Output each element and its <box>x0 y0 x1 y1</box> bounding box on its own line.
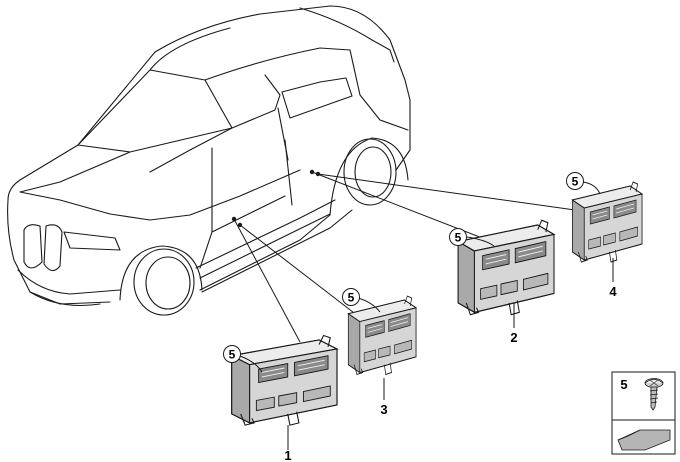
screw-icon <box>644 378 664 411</box>
leader-lines <box>233 171 576 343</box>
parts-legend: 5 <box>611 371 676 455</box>
control-module-4[interactable] <box>571 181 643 263</box>
leader-dots <box>231 169 321 228</box>
part-number-3[interactable]: 3 <box>380 402 387 417</box>
part-number-1[interactable]: 1 <box>284 448 291 462</box>
part-number-4[interactable]: 4 <box>609 284 617 299</box>
control-module-3[interactable] <box>347 295 417 375</box>
callout-label: 5 <box>455 231 462 245</box>
callout-label: 5 <box>572 175 579 189</box>
part-number-2[interactable]: 2 <box>510 330 517 345</box>
part-leaders <box>287 258 614 450</box>
callout-5-a[interactable]: 5 <box>223 345 241 363</box>
vehicle-outline <box>7 5 411 316</box>
callout-label: 5 <box>348 291 355 305</box>
arrow-icon <box>617 429 671 451</box>
legend-item-number: 5 <box>620 377 627 392</box>
callout-5-b[interactable]: 5 <box>342 288 360 306</box>
control-module-1[interactable] <box>231 334 338 426</box>
callout-label: 5 <box>229 348 236 362</box>
callout-5-d[interactable]: 5 <box>566 172 584 190</box>
callout-leaders <box>239 181 601 373</box>
callout-5-c[interactable]: 5 <box>449 228 467 246</box>
